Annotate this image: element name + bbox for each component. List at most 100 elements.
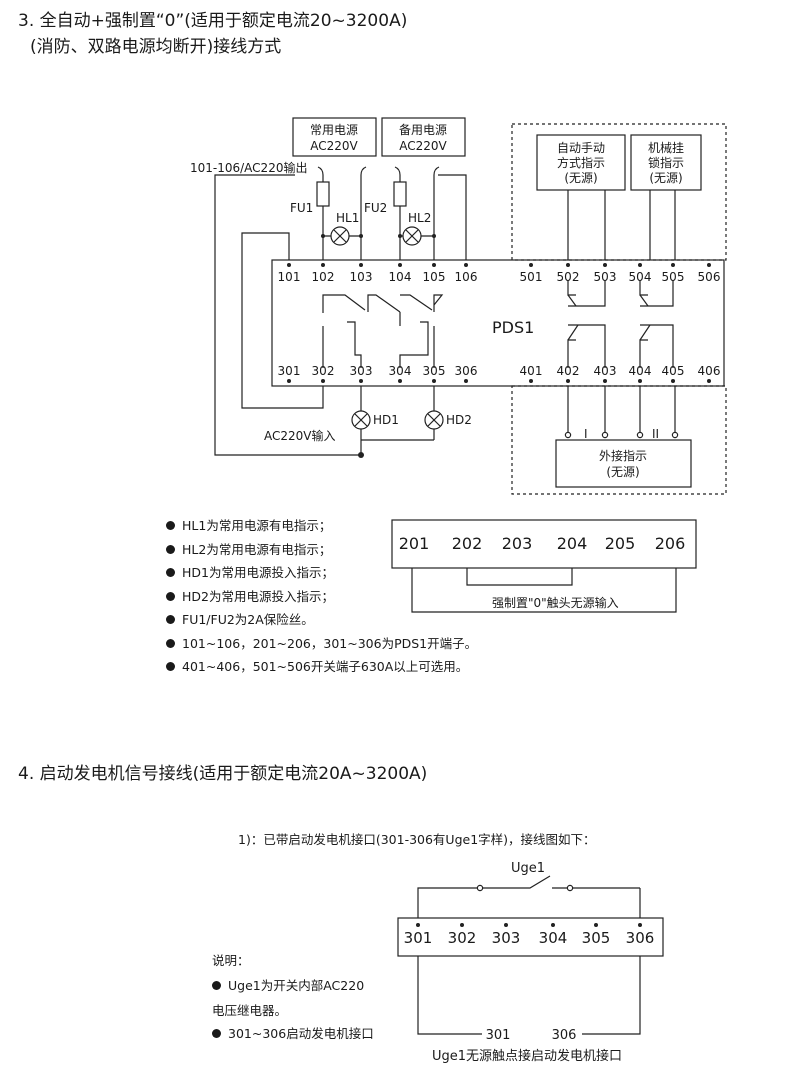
explain-item-2: 301~306启动发电机接口 (212, 1023, 374, 1042)
auto-manual-line1: 自动手动 (557, 141, 605, 155)
mech-lock-line1: 机械挂 (648, 140, 684, 155)
top-terminal-label: 505 (662, 270, 685, 284)
bullet-icon (166, 615, 175, 624)
terminal-dot (671, 263, 675, 267)
top-terminal-label: 103 (350, 270, 373, 284)
bottom-terminal-label: 406 (698, 364, 721, 378)
bottom-terminal-label: 303 (350, 364, 373, 378)
section3-title-line2: (消防、双路电源均断开)接线方式 (30, 37, 282, 57)
generator-right-label: 306 (552, 1028, 577, 1043)
main-source-line2: AC220V (310, 139, 358, 153)
top-terminal-label: 101 (278, 270, 301, 284)
backup-source-line2: AC220V (399, 139, 447, 153)
bullet-icon (166, 591, 175, 601)
terminal-dot (416, 923, 420, 927)
terminal-dot (398, 379, 402, 383)
bullet-icon (166, 662, 175, 671)
terminal-dot (566, 379, 570, 383)
pds1-box (271, 259, 725, 387)
hl1-label: HL1 (336, 211, 359, 225)
mark-i: I (584, 427, 588, 441)
top-terminal-label: 105 (423, 270, 446, 284)
note-item: HD2为常用电源投入指示； (166, 586, 477, 610)
mark-ii: II (652, 427, 659, 441)
ext-indicator-line1: 外接指示 (599, 448, 647, 463)
output-label: 101-106/AC220输出 (190, 160, 307, 175)
terminal-dot (287, 379, 291, 383)
bottom-terminal-label: 302 (312, 364, 335, 378)
generator-terminal-label: 302 (448, 929, 477, 947)
terminal-20x-label: 201 (399, 534, 430, 553)
generator-terminal-label: 304 (539, 929, 568, 947)
top-terminal-label: 506 (698, 270, 721, 284)
terminal-20x-label: 206 (655, 534, 686, 553)
main-source-box (292, 117, 377, 157)
mech-lock-line3: (无源) (649, 171, 682, 185)
terminal-20x-label: 203 (502, 534, 533, 553)
explain-item-1-text: Uge1为开关内部AC220 (228, 978, 365, 993)
bullet-icon (166, 544, 175, 554)
notes-list: HL1为常用电源有电指示；HL2为常用电源有电指示；HD1为常用电源投入指示；H… (166, 515, 477, 680)
uge1-label: Uge1 (511, 861, 545, 876)
pds1-label: PDS1 (492, 318, 534, 337)
note-text: 101~106，201~206，301~306为PDS1开端子。 (182, 635, 478, 651)
bottom-terminal-label: 306 (455, 364, 478, 378)
note-text: FU1/FU2为2A保险丝。 (182, 612, 314, 627)
note-text: HL1为常用电源有电指示； (182, 518, 332, 533)
note-item: 401~406，501~506开关端子630A以上可选用。 (166, 656, 477, 680)
note-text: 401~406，501~506开关端子630A以上可选用。 (182, 659, 469, 674)
note-item: HL1为常用电源有电指示； (166, 515, 477, 539)
terminal-20x-box (391, 519, 697, 569)
bottom-terminal-label: 404 (629, 364, 652, 378)
mech-lock-line2: 锁指示 (648, 155, 684, 170)
ext-indicator-box (555, 439, 692, 488)
generator-caption: Uge1无源触点接启动发电机接口 (432, 1048, 622, 1064)
bottom-terminal-label: 301 (278, 364, 301, 378)
explain-item-2-text: 301~306启动发电机接口 (228, 1026, 374, 1041)
terminal-20x-label: 204 (557, 534, 588, 553)
generator-terminal-label: 303 (492, 929, 521, 947)
top-terminal-label: 502 (557, 270, 580, 284)
terminal-dot (504, 923, 508, 927)
bullet-icon (166, 521, 175, 530)
mech-lock-box (630, 134, 702, 191)
ext-indicator-line2: (无源) (606, 465, 639, 479)
top-terminal-label: 503 (594, 270, 617, 284)
note-item: HL2为常用电源有电指示； (166, 539, 477, 563)
bottom-terminal-label: 305 (423, 364, 446, 378)
auto-manual-box (536, 134, 626, 191)
bottom-terminal-label: 401 (520, 364, 543, 378)
hd1-label: HD1 (373, 413, 399, 427)
terminal-dot (359, 263, 363, 267)
top-terminal-label: 104 (389, 270, 412, 284)
auto-manual-line2: 方式指示 (557, 155, 605, 170)
ac-input-label: AC220V输入 (264, 428, 336, 443)
terminal-dot (638, 263, 642, 267)
section4-subtitle: 1)：已带启动发电机接口(301-306有Uge1字样)，接线图如下： (238, 832, 596, 847)
generator-terminal-label: 306 (626, 929, 655, 947)
backup-source-box (381, 117, 466, 157)
top-terminal-label: 106 (455, 270, 478, 284)
terminal-dot (707, 263, 711, 267)
terminal-dot (432, 263, 436, 267)
generator-left-label: 301 (486, 1028, 511, 1043)
bottom-terminal-label: 403 (594, 364, 617, 378)
terminal-dot (603, 263, 607, 267)
backup-source-line1: 备用电源 (399, 123, 447, 137)
terminal-dot (460, 923, 464, 927)
terminal-dot (671, 379, 675, 383)
terminal-dot (432, 379, 436, 383)
terminal-dot (287, 263, 291, 267)
bottom-terminal-label: 402 (557, 364, 580, 378)
bottom-terminal-label: 304 (389, 364, 412, 378)
fu1-label: FU1 (290, 201, 313, 215)
explain-title: 说明： (212, 953, 250, 968)
terminal-dot (321, 263, 325, 267)
explain-item-1b: 电压继电器。 (212, 1003, 288, 1018)
terminal-dot (603, 379, 607, 383)
bullet-icon (212, 981, 221, 990)
bullet-icon (212, 1029, 221, 1038)
